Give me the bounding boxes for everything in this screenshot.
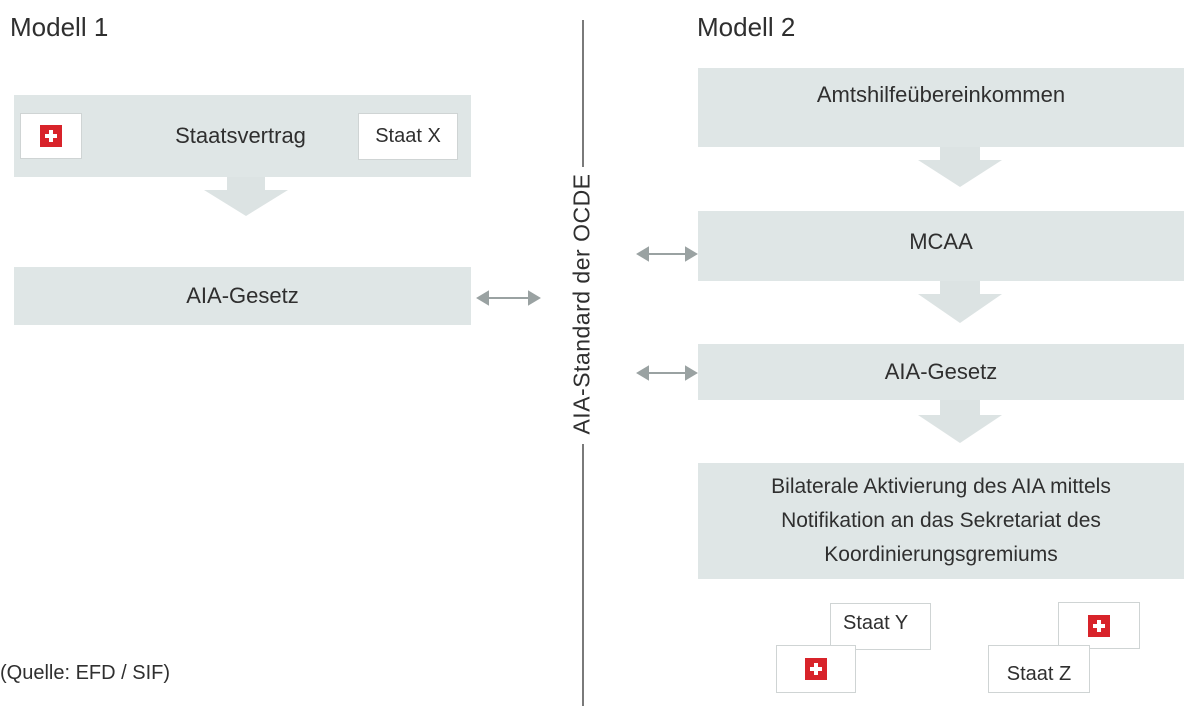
source-note: (Quelle: EFD / SIF) bbox=[0, 662, 171, 684]
treaty-label: Staatsvertrag bbox=[175, 123, 306, 148]
state-z-label: Staat Z bbox=[1006, 663, 1072, 685]
swiss-flag-icon bbox=[20, 113, 82, 159]
down-arrow-1 bbox=[918, 147, 1002, 187]
model1-law-box: AIA-Gesetz bbox=[14, 267, 471, 325]
double-arrow-law bbox=[636, 365, 698, 381]
down-arrow-model1 bbox=[204, 177, 288, 216]
divider-line-bottom bbox=[582, 444, 584, 706]
bilateral-line-2: Notifikation an das Sekretariat des bbox=[781, 509, 1101, 532]
bilateral-line-3: Koordinierungsgremiums bbox=[824, 543, 1058, 566]
mcaa-label: MCAA bbox=[909, 229, 973, 254]
model2-law-label: AIA-Gesetz bbox=[884, 359, 998, 384]
swiss-flag-icon-y bbox=[776, 645, 856, 693]
bilateral-line-1: Bilaterale Aktivierung des AIA mittels bbox=[771, 475, 1111, 498]
bilateral-activation-box: Bilaterale Aktivierung des AIA mittels N… bbox=[698, 463, 1184, 579]
swiss-flag-icon-z bbox=[1058, 602, 1140, 649]
state-y-label: Staat Y bbox=[843, 612, 909, 634]
double-arrow-mcaa bbox=[636, 246, 698, 262]
amtshilfe-label: Amtshilfeübereinkommen bbox=[816, 82, 1066, 107]
down-arrow-3 bbox=[918, 400, 1002, 443]
divider-line-top bbox=[582, 20, 584, 167]
model-2-title: Modell 2 bbox=[697, 12, 796, 42]
state-x-label: Staat X bbox=[375, 125, 441, 147]
model2-law-box: AIA-Gesetz bbox=[698, 344, 1184, 400]
model1-law-label: AIA-Gesetz bbox=[186, 283, 299, 308]
state-y-card: Staat Y bbox=[830, 603, 931, 650]
state-z-card: Staat Z bbox=[988, 645, 1090, 693]
mcaa-box: MCAA bbox=[698, 211, 1184, 281]
amtshilfe-box: Amtshilfeübereinkommen bbox=[698, 68, 1184, 147]
model-1-title: Modell 1 bbox=[10, 12, 109, 42]
double-arrow-model1 bbox=[476, 290, 541, 306]
state-x-card: Staat X bbox=[358, 113, 458, 160]
down-arrow-2 bbox=[918, 281, 1002, 323]
